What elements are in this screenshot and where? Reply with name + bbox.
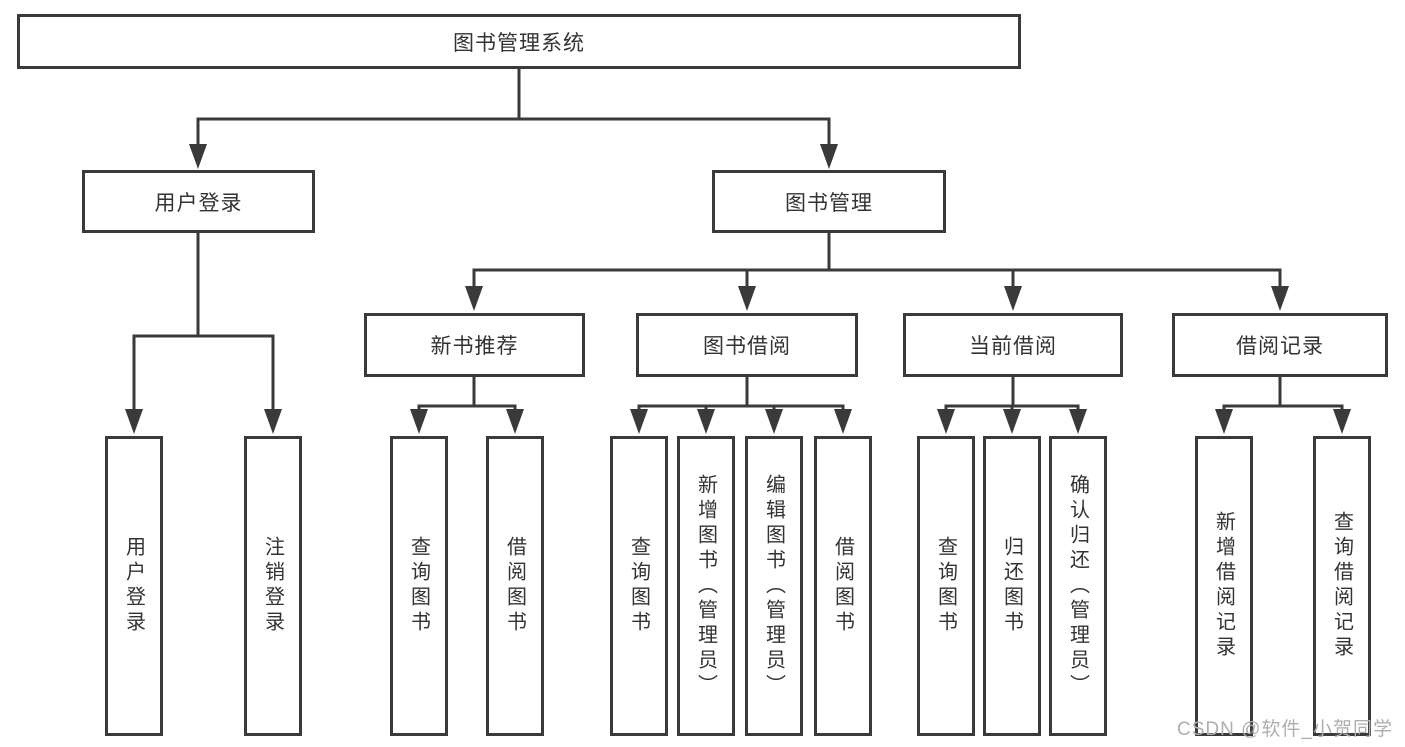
leaf-borrow-query-books-label: 查询图书 [627,536,650,636]
leaf-user-login: 用户登录 [105,436,163,736]
node-current-borrow-label: 当前借阅 [969,335,1057,358]
node-book-management: 图书管理 [712,170,946,233]
leaf-edit-books-admin-label: 编辑图书（管理员） [762,473,785,699]
leaf-return-books: 归还图书 [983,436,1041,736]
leaf-add-books-admin-label: 新增图书（管理员） [694,473,717,699]
leaf-query-borrow-record: 查询借阅记录 [1313,436,1371,736]
leaf-borrow-books: 借阅图书 [814,436,872,736]
node-borrow-records: 借阅记录 [1172,313,1388,377]
node-user-login: 用户登录 [82,170,315,233]
leaf-logout: 注销登录 [244,436,302,736]
leaf-confirm-return-admin-label: 确认归还（管理员） [1066,473,1089,699]
leaf-recommend-borrow-books-label: 借阅图书 [503,536,526,636]
leaf-edit-books-admin: 编辑图书（管理员） [745,436,803,736]
node-new-book-recommend: 新书推荐 [364,313,585,377]
leaf-confirm-return-admin: 确认归还（管理员） [1049,436,1107,736]
node-book-borrow: 图书借阅 [636,313,858,377]
watermark: CSDN @软件_小贺同学 [1177,719,1393,740]
leaf-query-borrow-record-label: 查询借阅记录 [1330,511,1353,661]
leaf-current-query-books: 查询图书 [917,436,975,736]
leaf-add-borrow-record-label: 新增借阅记录 [1212,511,1235,661]
leaf-return-books-label: 归还图书 [1000,536,1023,636]
node-root: 图书管理系统 [17,14,1021,69]
leaf-current-query-books-label: 查询图书 [934,536,957,636]
node-book-borrow-label: 图书借阅 [703,335,791,358]
node-user-login-label: 用户登录 [154,191,243,215]
node-root-label: 图书管理系统 [453,31,585,55]
node-current-borrow: 当前借阅 [903,313,1123,377]
leaf-user-login-label: 用户登录 [122,536,145,636]
leaf-borrow-books-label: 借阅图书 [831,536,854,636]
leaf-add-books-admin: 新增图书（管理员） [677,436,735,736]
leaf-logout-label: 注销登录 [261,536,284,636]
leaf-recommend-borrow-books: 借阅图书 [486,436,544,736]
node-new-book-recommend-label: 新书推荐 [430,335,519,358]
leaf-borrow-query-books: 查询图书 [610,436,668,736]
leaf-recommend-query-books-label: 查询图书 [407,536,430,636]
arrowheads [125,144,1351,434]
node-book-management-label: 图书管理 [785,191,873,215]
node-borrow-records-label: 借阅记录 [1236,335,1324,358]
leaf-recommend-query-books: 查询图书 [390,436,448,736]
leaf-add-borrow-record: 新增借阅记录 [1195,436,1253,736]
